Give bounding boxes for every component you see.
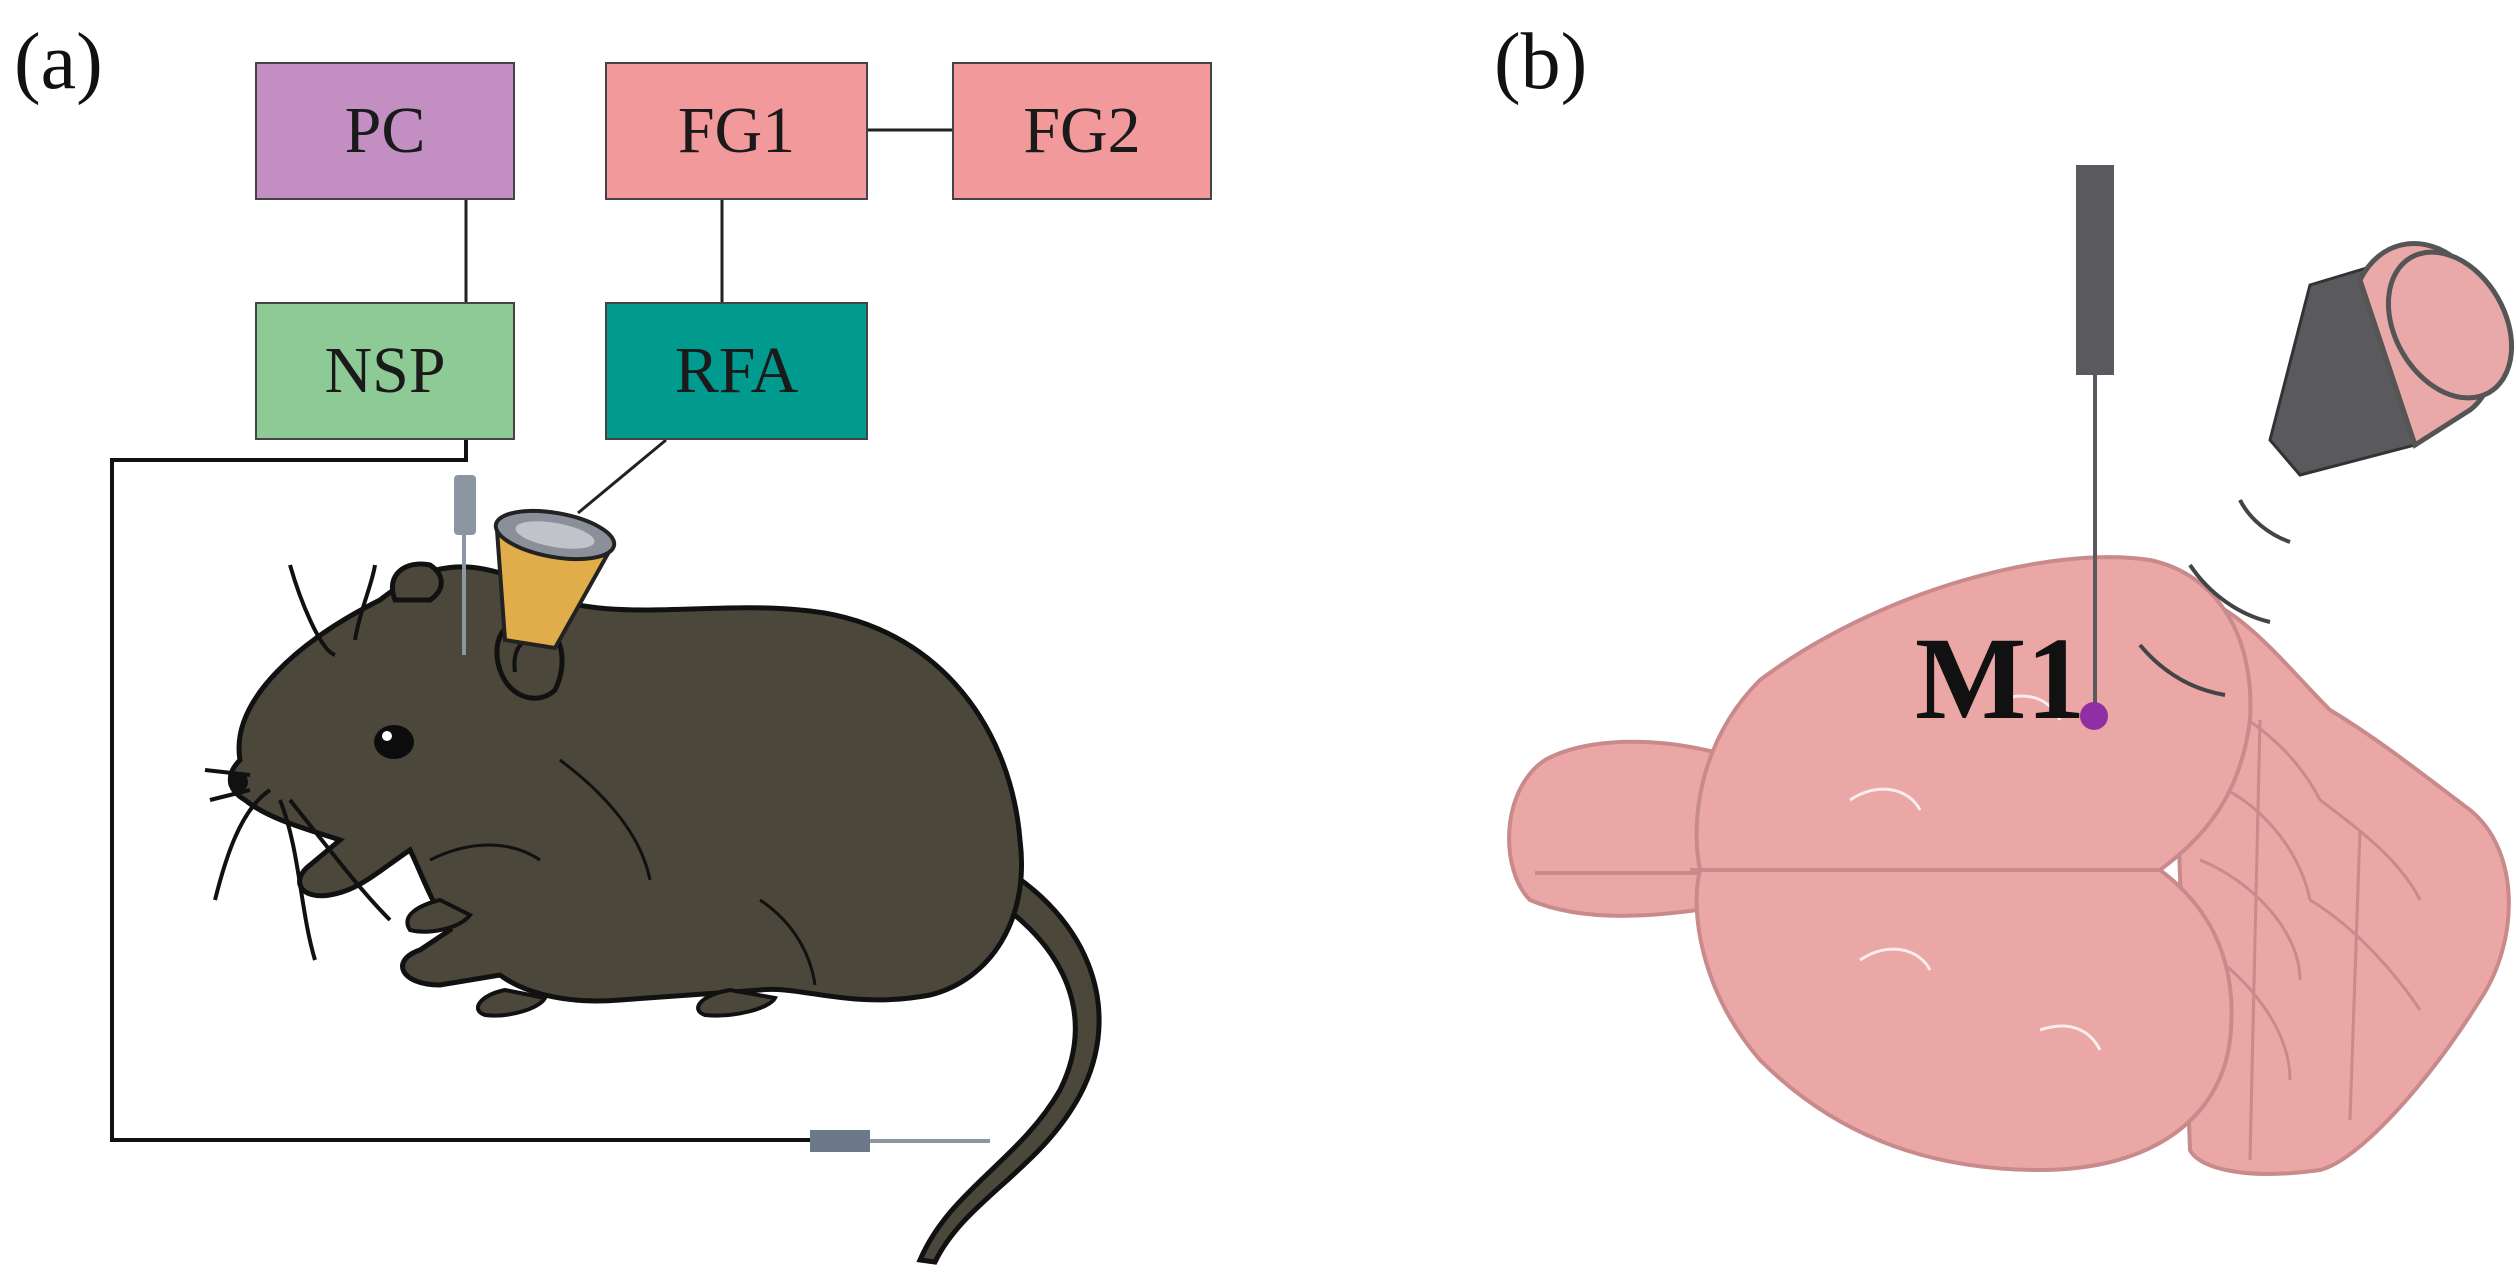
m1-target-dot: [2080, 702, 2108, 730]
brain-illustration: [1507, 555, 2511, 1176]
rat-ear-back: [390, 561, 444, 603]
pc-block: PC: [255, 62, 515, 200]
ultrasound-transducer-rat-icon: [493, 508, 617, 651]
electrode-icon-b: [2076, 165, 2114, 705]
rat-nose: [228, 772, 248, 792]
panel-label-b: (b): [1494, 18, 1588, 106]
block-connectors: [464, 128, 952, 515]
rat-paws: [405, 897, 778, 1018]
tail-electrode-icon: [810, 1130, 990, 1152]
rat-eye: [374, 725, 414, 759]
rat-tail: [916, 851, 1102, 1265]
rat-body: [228, 564, 1024, 1004]
cerebrum: [1694, 555, 2253, 1173]
fg2-block: FG2: [952, 62, 1212, 200]
rat-illustration: [204, 561, 1102, 1265]
panel-label-a: (a): [14, 18, 103, 106]
recording-wire-loop: [110, 440, 820, 1142]
fg1-block: FG1: [605, 62, 868, 200]
rfa-block: RFA: [605, 302, 868, 440]
ultrasound-transducer-icon: [2138, 241, 2515, 697]
rat-whiskers: [204, 564, 392, 961]
nsp-block: NSP: [255, 302, 515, 440]
electrode-icon: [454, 475, 476, 655]
m1-label: M1: [1915, 613, 2086, 744]
